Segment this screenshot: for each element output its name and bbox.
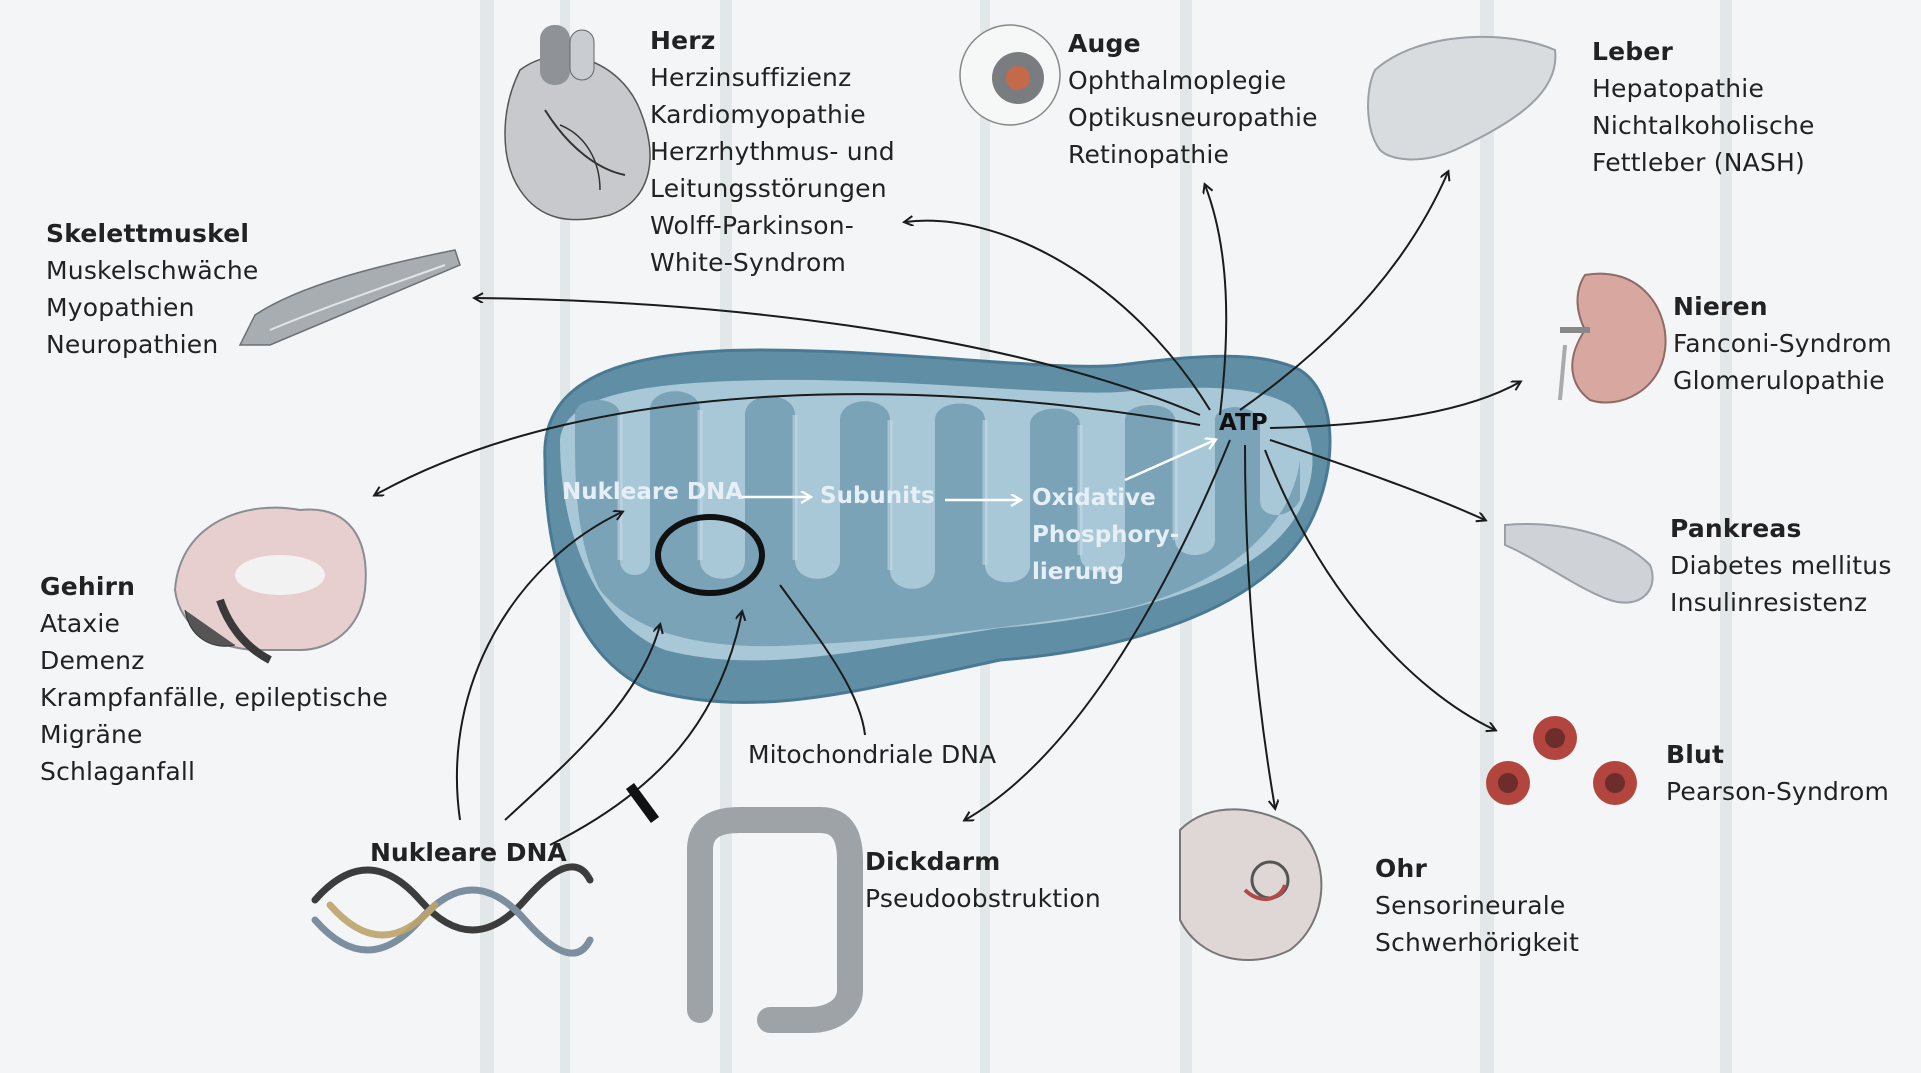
blood-cells-icon [1486, 716, 1637, 805]
ear-icon [1180, 809, 1321, 960]
auge-item: Ophthalmoplegie [1068, 62, 1318, 99]
gehirn-item: Schlaganfall [40, 753, 388, 790]
herz-item: Kardiomyopathie [650, 96, 895, 133]
dna-helix-icon [315, 867, 590, 953]
pancreas-icon [1505, 524, 1653, 603]
skelettmuskel-item: Neuropathien [46, 326, 259, 363]
blut-block: Blut Pearson-Syndrom [1666, 736, 1889, 810]
skelettmuskel-item: Myopathien [46, 289, 259, 326]
auge-title: Auge [1068, 25, 1318, 62]
leber-title: Leber [1592, 33, 1815, 70]
gehirn-block: Gehirn Ataxie Demenz Krampfanfälle, epil… [40, 568, 388, 790]
blut-item: Pearson-Syndrom [1666, 773, 1889, 810]
gehirn-title: Gehirn [40, 568, 388, 605]
nieren-block: Nieren Fanconi-Syndrom Glomerulopathie [1673, 288, 1892, 399]
auge-item: Optikusneuropathie [1068, 99, 1318, 136]
nieren-title: Nieren [1673, 288, 1892, 325]
nuclear-dna-label: Nukleare DNA [370, 838, 567, 867]
leber-item: Fettleber (NASH) [1592, 144, 1815, 181]
herz-item: Herzrhythmus- und [650, 133, 895, 170]
dickdarm-item: Pseudoobstruktion [865, 880, 1101, 917]
liver-icon [1368, 37, 1555, 160]
pankreas-title: Pankreas [1670, 510, 1892, 547]
ohr-block: Ohr Sensorineurale Schwerhörigkeit [1375, 850, 1579, 961]
atp-label: ATP [1219, 410, 1268, 436]
skelettmuskel-block: Skelettmuskel Muskelschwäche Myopathien … [46, 215, 259, 363]
pankreas-item: Diabetes mellitus [1670, 547, 1892, 584]
nieren-item: Fanconi-Syndrom [1673, 325, 1892, 362]
ohr-item: Schwerhörigkeit [1375, 924, 1579, 961]
gehirn-item: Ataxie [40, 605, 388, 642]
kidney-icon [1560, 274, 1666, 403]
eye-icon [960, 25, 1060, 125]
inner-nuclear-dna-label: Nukleare DNA [562, 474, 743, 511]
herz-item: Wolff-Parkinson- [650, 207, 895, 244]
auge-item: Retinopathie [1068, 136, 1318, 173]
herz-item: Leitungsstörungen [650, 170, 895, 207]
gehirn-item: Krampfanfälle, epileptische [40, 679, 388, 716]
leber-item: Nichtalkoholische [1592, 107, 1815, 144]
blut-title: Blut [1666, 736, 1889, 773]
oxphos-label-1: Oxidative [1032, 480, 1156, 517]
nieren-item: Glomerulopathie [1673, 362, 1892, 399]
skelettmuskel-title: Skelettmuskel [46, 215, 259, 252]
muscle-icon [240, 250, 460, 345]
leber-item: Hepatopathie [1592, 70, 1815, 107]
leber-block: Leber Hepatopathie Nichtalkoholische Fet… [1592, 33, 1815, 181]
heart-icon [505, 25, 650, 220]
herz-title: Herz [650, 22, 895, 59]
ohr-title: Ohr [1375, 850, 1579, 887]
herz-item: Herzinsuffizienz [650, 59, 895, 96]
mitochondrial-dna-label: Mitochondriale DNA [748, 740, 996, 769]
oxphos-label-3: lierung [1032, 554, 1124, 591]
herz-item: White-Syndrom [650, 244, 895, 281]
ohr-item: Sensorineurale [1375, 887, 1579, 924]
dickdarm-title: Dickdarm [865, 843, 1101, 880]
subunits-label: Subunits [820, 478, 935, 515]
pankreas-item: Insulinresistenz [1670, 584, 1892, 621]
oxphos-label-2: Phosphory- [1032, 517, 1179, 554]
pankreas-block: Pankreas Diabetes mellitus Insulinresist… [1670, 510, 1892, 621]
mitochondrion [545, 350, 1330, 702]
gehirn-item: Demenz [40, 642, 388, 679]
dickdarm-block: Dickdarm Pseudoobstruktion [865, 843, 1101, 917]
skelettmuskel-item: Muskelschwäche [46, 252, 259, 289]
gehirn-item: Migräne [40, 716, 388, 753]
auge-block: Auge Ophthalmoplegie Optikusneuropathie … [1068, 25, 1318, 173]
herz-block: Herz Herzinsuffizienz Kardiomyopathie He… [650, 22, 895, 281]
